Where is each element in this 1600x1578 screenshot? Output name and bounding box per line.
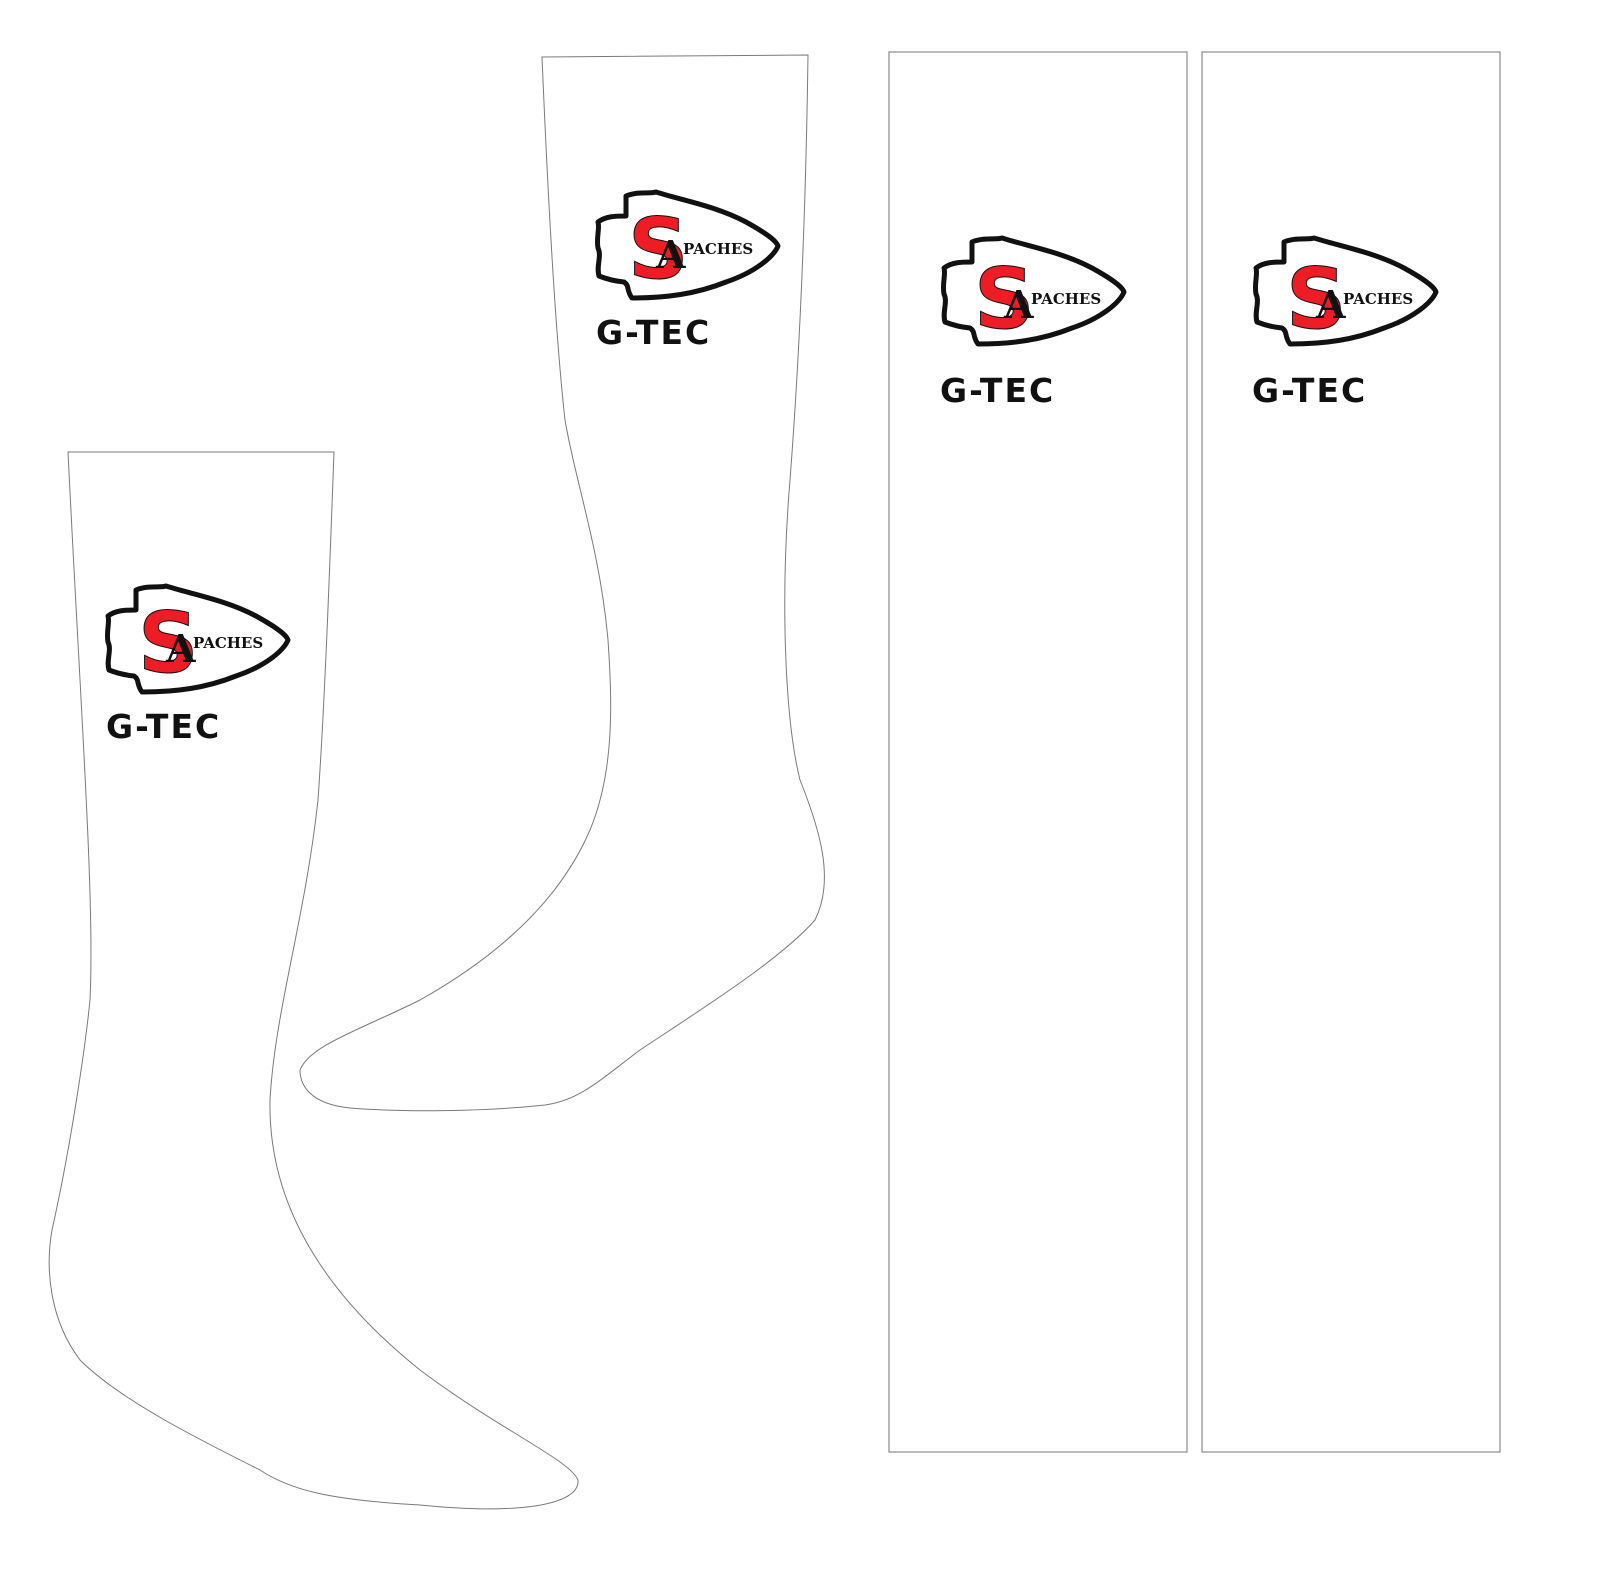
logo-mascot-initial: A: [1003, 282, 1034, 327]
logo-initial: S: [138, 594, 199, 692]
logo-brand: G-TEC: [596, 313, 711, 352]
logo-mascot-rest: PACHES: [1031, 290, 1101, 308]
sock-left: [48, 451, 579, 1510]
logo-panel-1: S A PACHES G-TEC: [940, 238, 1124, 410]
logo-mascot-rest: PACHES: [683, 240, 753, 258]
logo-initial: S: [1286, 250, 1347, 348]
logo-brand: G-TEC: [106, 707, 221, 746]
logo-initial: S: [628, 200, 689, 298]
logo-sock-left: S A PACHES G-TEC: [106, 586, 288, 746]
sock-left-outline: [48, 451, 579, 1510]
logo-mascot-initial: A: [165, 626, 196, 671]
logo-brand: G-TEC: [940, 371, 1055, 410]
logo-brand: G-TEC: [1252, 371, 1367, 410]
logo-panel-2: S A PACHES G-TEC: [1252, 238, 1436, 410]
flat-panel-1: [888, 51, 1188, 1453]
sock-right: [299, 54, 825, 1112]
logo-mascot-initial: A: [1315, 282, 1346, 327]
sock-right-outline: [299, 54, 825, 1112]
logo-mascot-rest: PACHES: [1343, 290, 1413, 308]
logo-mascot-rest: PACHES: [193, 634, 263, 652]
logo-sock-right: S A PACHES G-TEC: [596, 192, 778, 352]
logo-initial: S: [974, 250, 1035, 348]
logo-mascot-initial: A: [655, 232, 686, 277]
